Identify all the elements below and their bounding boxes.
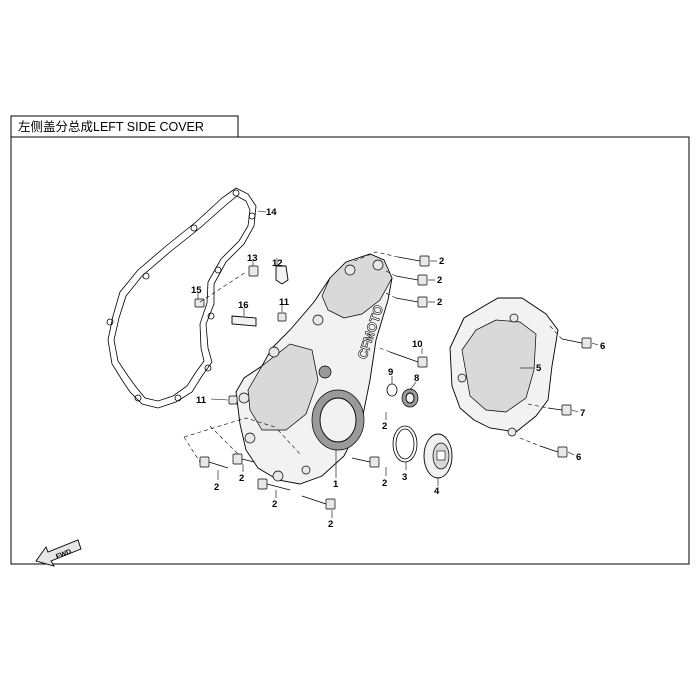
callout-15: 15: [191, 285, 202, 296]
plug-4: [423, 433, 453, 479]
callout-8: 8: [414, 373, 419, 384]
bolt: [395, 296, 428, 308]
diagram-title: 左侧盖分总成LEFT SIDE COVER: [18, 119, 204, 134]
callout-11: 11: [196, 395, 207, 406]
diagram-border: [10, 136, 690, 565]
part-12: [275, 265, 289, 285]
gasket-14: [106, 187, 257, 409]
bolt: [547, 404, 572, 416]
bolt: [351, 456, 380, 468]
bolt: [539, 445, 568, 458]
callout-4: 4: [434, 486, 440, 497]
callout-10: 10: [412, 339, 423, 350]
bolt: [301, 495, 336, 510]
outer-cover-5: [449, 297, 559, 437]
callout-1: 1: [333, 479, 339, 490]
callout-6: 6: [576, 452, 581, 463]
callout-3: 3: [402, 472, 407, 483]
part-13: [248, 265, 259, 277]
bolt: [232, 453, 255, 465]
o-ring-3: [392, 425, 418, 463]
callout-2: 2: [382, 421, 387, 432]
callout-13: 13: [247, 253, 258, 264]
title-box: [10, 115, 239, 137]
pin: [277, 312, 287, 322]
callout-14: 14: [266, 207, 277, 218]
bolt: [397, 255, 430, 267]
bolt: [389, 351, 428, 368]
callout-7: 7: [580, 408, 585, 419]
bolt: [561, 337, 592, 349]
bolt: [199, 456, 229, 469]
callout-12: 12: [272, 258, 283, 269]
callout-2: 2: [328, 519, 333, 530]
part-16: [231, 315, 257, 327]
callout-2: 2: [239, 473, 244, 484]
part-8: [401, 388, 419, 408]
bolts: [199, 255, 592, 510]
callout-5: 5: [536, 363, 542, 374]
callout-9: 9: [388, 367, 393, 378]
bolt: [395, 274, 428, 286]
callout-16: 16: [238, 300, 249, 311]
callout-2: 2: [214, 482, 219, 493]
seal-9: [386, 383, 398, 397]
callouts: 14 13 12 11 15 16 11 2 2 2 6 5 7 6 10 9 …: [191, 207, 605, 530]
callout-2: 2: [439, 256, 444, 267]
callout-6: 6: [600, 341, 605, 352]
fwd-arrow: FWD: [35, 539, 82, 567]
pin: [228, 395, 238, 405]
callout-2: 2: [437, 275, 442, 286]
left-side-cover-1: CFMOTO: [235, 253, 393, 485]
leader-lines: [197, 210, 599, 518]
callout-2: 2: [272, 499, 277, 510]
o-ring-3-inner: [395, 428, 415, 460]
callout-2: 2: [382, 478, 387, 489]
bolt: [257, 478, 291, 491]
alignment-lines: [183, 251, 563, 463]
callout-11: 11: [279, 297, 290, 308]
callout-2: 2: [437, 297, 442, 308]
